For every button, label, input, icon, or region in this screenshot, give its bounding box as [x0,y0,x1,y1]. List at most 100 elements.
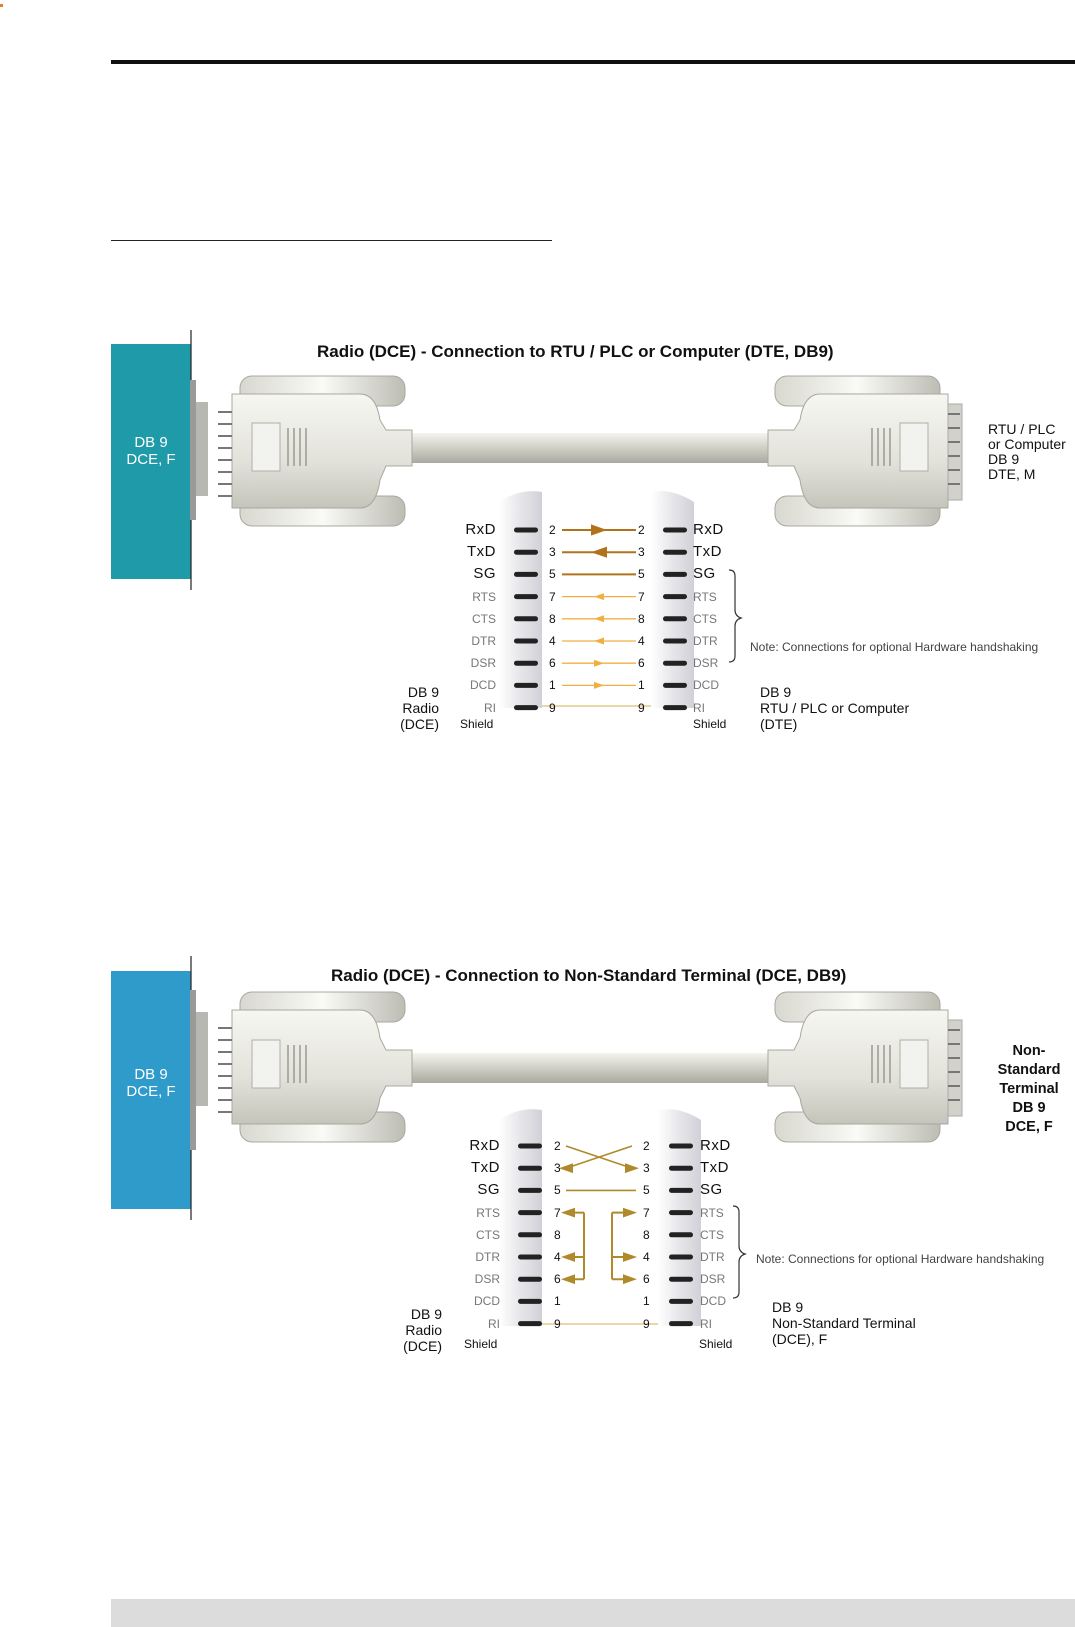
right-signal-label: DSR [693,656,719,671]
left-signal-label: CTS [476,1227,500,1242]
left-pin-number: 3 [549,545,556,560]
pin-contact [514,571,538,577]
pin-contact [518,1143,542,1149]
pin-row: SG 5 5 SG [0,1181,1075,1199]
right-pin-number: 5 [643,1183,650,1198]
left-pin-number: 5 [554,1183,561,1198]
right-signal-label: RTS [700,1205,724,1220]
pin-contact [663,616,687,622]
right-signal-label: DTR [693,634,718,648]
left-pin-number: 8 [549,611,556,626]
left-pin-number: 7 [554,1205,561,1220]
left-signal-label: SG [473,565,496,583]
right-signal-label: DCD [693,678,719,693]
left-signal-label: RTS [476,1205,500,1220]
right-signal-label: TxD [693,543,722,561]
handshake-brace [728,569,743,663]
right-pin-number: 7 [643,1205,650,1220]
left-shield-label: Shield [464,1337,498,1351]
direction-arrow [591,546,607,558]
right-signal-label: RI [693,700,705,715]
right-pin-number: 5 [638,567,645,582]
wiring-diagram-dte: Radio (DCE) - Connection to RTU / PLC or… [0,330,1075,750]
left-signal-label: RxD [469,1137,500,1154]
left-signal-label: DTR [471,634,496,648]
left-pin-number: 6 [549,656,556,671]
left-pin-number: 6 [554,1272,561,1287]
pin-contact [514,660,538,666]
right-pin-number: 8 [638,611,645,626]
pin-contact [518,1210,542,1216]
right-signal-label: CTS [693,611,717,626]
pin-contact [514,616,538,622]
right-pin-strip [651,491,694,708]
right-signal-label: DCD [700,1294,726,1309]
right-pin-number: 6 [638,656,645,671]
pin-contact [514,594,538,600]
right-signal-label: SG [693,565,716,583]
left-pin-number: 1 [554,1294,561,1309]
left-signal-label: TxD [471,1159,500,1177]
page-footer-bar [111,1599,1075,1627]
handshake-note: Note: Connections for optional Hardware … [750,640,1039,654]
left-signal-label: CTS [472,611,496,626]
diagram-title: Radio (DCE) - Connection to Non-Standard… [331,966,847,985]
right-pin-number: 3 [643,1161,650,1176]
pin-contact [514,682,538,688]
right-pin-number: 4 [643,1250,650,1264]
direction-arrow [559,1163,573,1174]
panel-block [111,344,191,579]
right-connector [767,991,963,1143]
left-pin-number: 4 [549,634,556,648]
pin-contact [663,594,687,600]
direction-arrow [561,1274,575,1285]
left-connector [218,375,413,527]
right-signal-label: RxD [693,521,724,538]
pin-contact [669,1254,693,1260]
right-signal-label: RI [700,1316,712,1331]
direction-arrow [594,615,604,623]
pin-contact [669,1232,693,1238]
direction-arrow [591,524,607,536]
left-pin-number: 9 [549,700,556,715]
pin-contact [663,682,687,688]
left-signal-label: DTR [475,1250,500,1264]
left-connector [218,991,413,1143]
right-pin-number: 2 [643,1139,650,1153]
direction-arrow [623,1207,637,1218]
handshake-note: Note: Connections for optional Hardware … [756,1252,1045,1266]
pin-contact [669,1276,693,1282]
left-signal-label: DSR [470,656,496,671]
pin-row: SG 5 5 SG [0,565,1075,583]
right-pin-number: 2 [638,523,645,537]
direction-arrow [594,659,604,667]
pin-contact [663,571,687,577]
left-pin-number: 2 [554,1139,561,1153]
page-header-rule [111,60,1075,64]
pin-contact [663,660,687,666]
handshake-brace [732,1205,747,1299]
left-pin-number: 5 [549,567,556,582]
left-signal-label: SG [477,1181,500,1199]
connector-illustration [111,956,963,1327]
pin-contact [669,1321,693,1327]
direction-arrow [594,681,604,689]
pin-contact [514,549,538,555]
right-signal-label: SG [700,1181,723,1199]
diagram-title: Radio (DCE) - Connection to RTU / PLC or… [317,342,834,361]
pin-row: DSR 6 6 DSR [0,654,1075,672]
connector-illustration [111,330,963,711]
left-pin-number: 4 [554,1250,561,1264]
left-pin-strip [499,1109,542,1326]
cable [412,433,768,463]
